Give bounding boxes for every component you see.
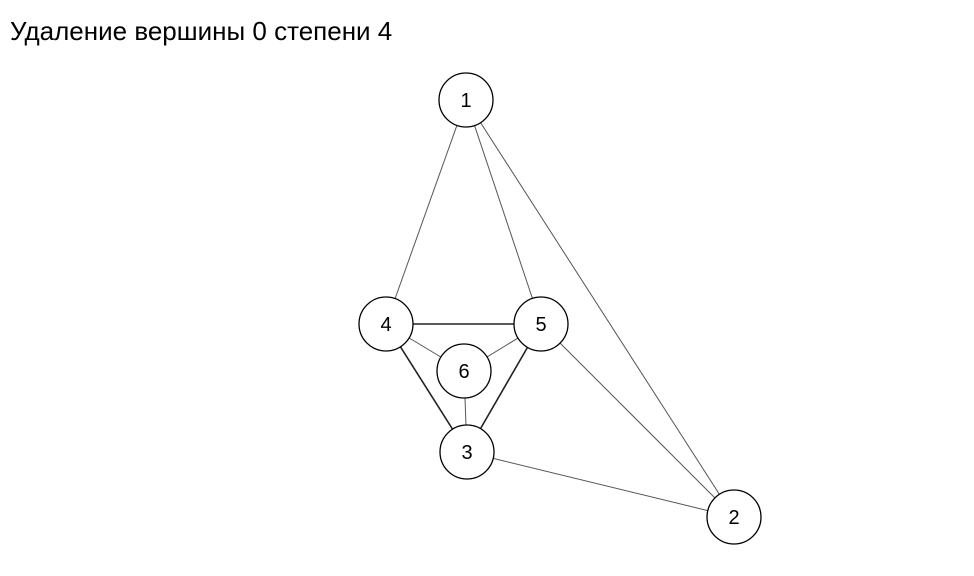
node-circle	[439, 424, 495, 480]
node-1: 1	[438, 72, 494, 128]
node-6: 6	[436, 343, 492, 399]
node-circle	[513, 296, 569, 352]
node-label: 1	[460, 90, 471, 112]
diagram-title: Удаление вершины 0 степени 4	[10, 16, 393, 46]
node-2: 2	[706, 489, 762, 545]
node-label: 3	[461, 442, 472, 464]
node-4: 4	[358, 296, 414, 352]
node-5: 5	[513, 296, 569, 352]
node-label: 6	[458, 361, 469, 383]
node-circle	[436, 343, 492, 399]
nodes-layer: 1 2 3 4 5 6	[358, 72, 762, 545]
node-label: 2	[728, 507, 739, 529]
edge-1-4	[385, 99, 467, 325]
node-label: 4	[380, 314, 391, 336]
node-circle	[438, 72, 494, 128]
node-label: 5	[535, 314, 546, 336]
edge-3-2	[466, 451, 735, 518]
node-circle	[706, 489, 762, 545]
node-circle	[358, 296, 414, 352]
edge-1-5	[465, 99, 542, 325]
edge-1-2	[465, 99, 735, 518]
edge-5-2	[540, 323, 735, 518]
node-3: 3	[439, 424, 495, 480]
